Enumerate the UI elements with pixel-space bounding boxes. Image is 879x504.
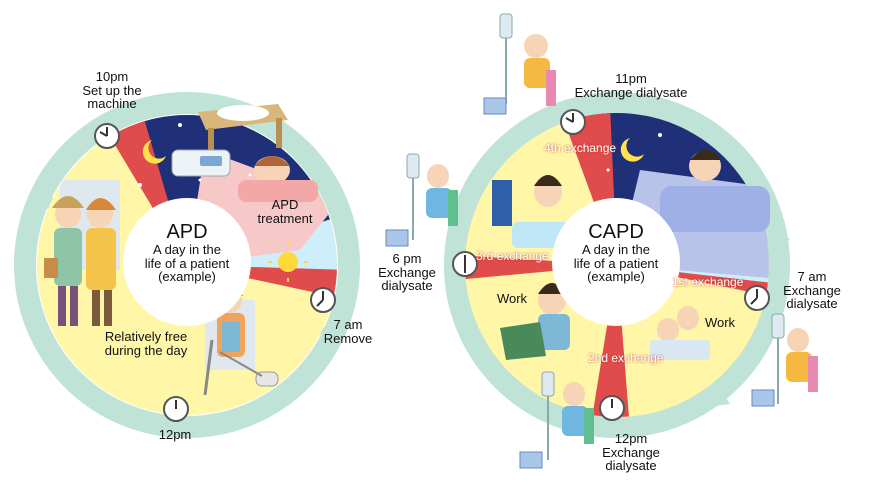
capd-2nd-line: exchange xyxy=(611,351,664,365)
capd-center-text: CAPD A day in the life of a patient (exa… xyxy=(561,222,671,284)
capd-3rd-line: exchange xyxy=(496,249,549,263)
apd-noon-label: 12pm xyxy=(150,428,200,442)
capd-work-text: Work xyxy=(496,291,528,306)
capd-7am-text: dialysate xyxy=(786,296,838,312)
office-worker-illustration xyxy=(500,283,570,360)
capd-12pm-time: 12pm xyxy=(614,431,648,446)
apd-title: APD xyxy=(166,221,208,243)
capd-1st-exchange-tag: 1st exchange xyxy=(672,275,744,289)
apd-remove-time: 7 am xyxy=(333,317,363,332)
sun-icon xyxy=(278,252,298,272)
capd-7am-time: 7 am xyxy=(797,269,827,284)
capd-subtitle-line: A day in the xyxy=(582,242,650,257)
capd-12pm-label: 12pm Exchange dialysate xyxy=(596,432,666,473)
capd-4th-exchange-tag: 4th exchange xyxy=(544,141,616,155)
capd-title: CAPD xyxy=(588,221,644,243)
apd-free-line: during the day xyxy=(104,342,188,358)
capd-2nd-line: 2nd xyxy=(588,351,609,365)
clock-icon xyxy=(560,109,586,135)
capd-6pm-label: 6 pm Exchange dialysate xyxy=(372,252,442,293)
star-icon xyxy=(658,133,662,137)
capd-subtitle-line: life of a patient xyxy=(573,255,659,271)
apd-treatment-line: APD xyxy=(271,197,299,212)
apd-setup-text: machine xyxy=(87,96,137,112)
apd-subtitle-line: A day in the xyxy=(153,242,221,257)
meeting-illustration xyxy=(650,306,710,360)
star-icon xyxy=(198,178,202,182)
star-icon xyxy=(178,123,182,127)
capd-6pm-time: 6 pm xyxy=(392,251,422,266)
star-icon xyxy=(138,183,142,187)
apd-treatment-line: treatment xyxy=(257,210,313,226)
capd-1st-line: 1st xyxy=(672,275,689,289)
iv-patient-illustration xyxy=(751,313,818,407)
capd-subtitle-line: (example) xyxy=(587,269,645,285)
apd-noon-time: 12pm xyxy=(158,427,192,442)
capd-6pm-text: dialysate xyxy=(381,278,433,294)
iv-patient-illustration xyxy=(519,371,594,469)
capd-3rd-exchange-tag: 3rd exchange xyxy=(476,249,549,263)
clock-icon xyxy=(94,123,120,149)
capd-4th-line: 4th xyxy=(544,141,561,155)
apd-diagram xyxy=(14,92,360,438)
capd-third-wedge xyxy=(465,255,617,280)
capd-12pm-text: Exchange xyxy=(602,444,660,460)
apd-subtitle-line: (example) xyxy=(158,269,216,285)
apd-center-circle xyxy=(123,198,251,326)
apd-cycle-ring xyxy=(14,92,360,438)
apd-center-text: APD A day in the life of a patient (exam… xyxy=(132,222,242,284)
apd-ring-arrow-icon xyxy=(318,318,344,350)
apd-machine-illustration xyxy=(171,104,288,177)
clock-icon xyxy=(452,251,478,277)
sleeping-patient-illustration xyxy=(238,156,318,202)
apd-free-line: Relatively free xyxy=(104,329,188,344)
apd-remove-label: 7 am Remove xyxy=(318,318,378,345)
clock-icon xyxy=(744,285,770,311)
capd-11pm-label: 11pm Exchange dialysate xyxy=(556,72,706,99)
clock-icon xyxy=(163,396,189,422)
apd-treatment-label: APD treatment xyxy=(250,198,320,225)
star-icon xyxy=(606,168,610,172)
clock-icon xyxy=(599,395,625,421)
apd-remove-text: Remove xyxy=(323,330,373,346)
apd-setup-text: Set up the xyxy=(82,82,142,98)
iv-patient-illustration xyxy=(385,153,458,247)
capd-diagram xyxy=(444,92,790,438)
apd-setup-label: 10pm Set up the machine xyxy=(52,70,172,111)
shoppers-illustration xyxy=(44,196,116,326)
star-icon xyxy=(248,173,252,177)
capd-4th-line: exchange xyxy=(564,141,617,155)
capd-work-label: Work xyxy=(492,292,532,306)
capd-work-label: Work xyxy=(700,316,740,330)
moon-icon xyxy=(620,138,644,162)
capd-12pm-text: dialysate xyxy=(605,458,657,474)
capd-3rd-line: 3rd xyxy=(476,249,494,263)
clock-icon xyxy=(310,287,336,313)
apd-subtitle-line: life of a patient xyxy=(144,255,230,271)
capd-11pm-time: 11pm xyxy=(615,71,647,86)
iv-patient-illustration xyxy=(483,13,556,115)
capd-11pm-text: Exchange dialysate xyxy=(574,84,688,100)
apd-setup-time: 10pm xyxy=(95,69,129,84)
capd-ring-arrow-icon xyxy=(700,380,730,408)
capd-2nd-exchange-tag: 2nd exchange xyxy=(588,351,663,365)
sleeping-man-illustration xyxy=(660,150,770,232)
capd-6pm-text: Exchange xyxy=(378,264,436,280)
capd-work-text: Work xyxy=(704,315,736,330)
capd-1st-line: exchange xyxy=(691,275,744,289)
capd-7am-label: 7 am Exchange dialysate xyxy=(772,270,852,311)
moon-icon xyxy=(142,140,166,164)
apd-free-label: Relatively free during the day xyxy=(86,330,206,357)
capd-center-circle xyxy=(552,198,680,326)
capd-7am-text: Exchange xyxy=(783,282,841,298)
